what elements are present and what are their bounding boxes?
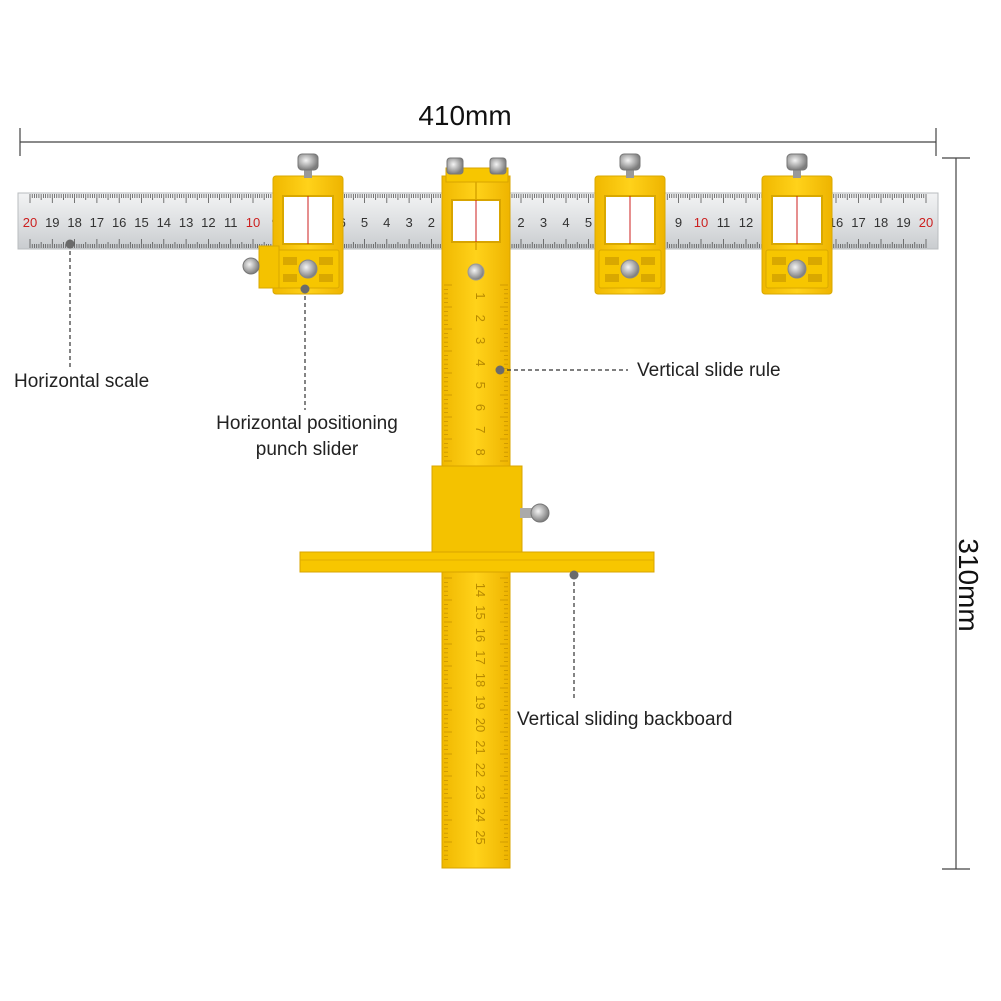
vertical-sliding-backboard[interactable] bbox=[299, 465, 655, 573]
callout-leaders bbox=[69, 244, 628, 700]
callout-vertical-backboard: Vertical sliding backboard bbox=[517, 709, 733, 730]
vertical-scale-number: 20 bbox=[473, 718, 488, 732]
callout-punch-slider-line1: Horizontal positioning bbox=[216, 413, 398, 434]
scale-number: 16 bbox=[112, 215, 126, 230]
slider-thumb-screw-icon[interactable] bbox=[297, 153, 319, 171]
vertical-scale-number: 22 bbox=[473, 763, 488, 777]
scale-number: 12 bbox=[201, 215, 215, 230]
horizontal-positioning-punch-slider[interactable] bbox=[242, 153, 344, 295]
scale-number: 20 bbox=[919, 215, 933, 230]
punch-hole-screw-icon bbox=[298, 259, 318, 279]
scale-number: 5 bbox=[585, 215, 592, 230]
scale-number: 14 bbox=[157, 215, 171, 230]
callout-vertical-slide-rule: Vertical slide rule bbox=[637, 360, 781, 381]
vertical-scale-number: 25 bbox=[473, 830, 488, 844]
vertical-scale-number: 16 bbox=[473, 628, 488, 642]
punch-slider-3[interactable] bbox=[761, 153, 833, 295]
callout-punch-slider: Horizontal positioning punch slider bbox=[200, 411, 414, 463]
vertical-scale-number: 8 bbox=[473, 448, 488, 455]
punch-hole-screw-icon bbox=[620, 259, 640, 279]
scale-number: 20 bbox=[23, 215, 37, 230]
scale-number: 17 bbox=[90, 215, 104, 230]
vertical-scale-number: 6 bbox=[473, 404, 488, 411]
vertical-scale-number: 14 bbox=[473, 583, 488, 597]
vertical-scale-number: 2 bbox=[473, 315, 488, 322]
scale-number: 11 bbox=[717, 215, 731, 230]
vertical-scale-number: 4 bbox=[473, 359, 488, 366]
vertical-scale-number: 21 bbox=[473, 740, 488, 754]
scale-number: 9 bbox=[675, 215, 682, 230]
width-dimension-label: 410mm bbox=[418, 100, 512, 131]
vertical-scale-number: 5 bbox=[473, 382, 488, 389]
scale-number: 19 bbox=[896, 215, 910, 230]
scale-number: 3 bbox=[405, 215, 412, 230]
scale-number: 18 bbox=[874, 215, 888, 230]
scale-number: 2 bbox=[517, 215, 524, 230]
scale-number: 13 bbox=[179, 215, 193, 230]
vertical-scale-number: 19 bbox=[473, 695, 488, 709]
scale-number: 10 bbox=[246, 215, 260, 230]
vertical-scale-number: 17 bbox=[473, 650, 488, 664]
scale-number: 10 bbox=[694, 215, 708, 230]
scale-number: 15 bbox=[134, 215, 148, 230]
rule-pivot-screw-icon bbox=[467, 263, 485, 281]
width-dimension-line bbox=[19, 128, 937, 156]
scale-number: 2 bbox=[428, 215, 435, 230]
scale-number: 11 bbox=[224, 215, 238, 230]
vertical-scale-number: 23 bbox=[473, 785, 488, 799]
scale-number: 4 bbox=[383, 215, 390, 230]
scale-number: 5 bbox=[361, 215, 368, 230]
height-dimension-line bbox=[942, 157, 970, 870]
scale-number: 4 bbox=[562, 215, 569, 230]
vertical-scale-number: 7 bbox=[473, 426, 488, 433]
vertical-scale-number: 15 bbox=[473, 605, 488, 619]
punch-slider-2[interactable] bbox=[594, 153, 666, 295]
side-thumb-screw-icon[interactable] bbox=[242, 257, 260, 275]
vertical-scale-number: 18 bbox=[473, 673, 488, 687]
callout-horizontal-scale: Horizontal scale bbox=[14, 371, 150, 392]
callout-punch-slider-line2: punch slider bbox=[255, 439, 359, 460]
scale-number: 19 bbox=[45, 215, 59, 230]
slider-thumb-screw-icon[interactable] bbox=[619, 153, 641, 171]
scale-number: 12 bbox=[739, 215, 753, 230]
scale-number: 18 bbox=[67, 215, 81, 230]
height-dimension-label: 310mm bbox=[953, 538, 984, 632]
vertical-scale-ticks bbox=[444, 284, 508, 860]
vertical-scale-number: 1 bbox=[473, 292, 488, 299]
center-top-screws-icon[interactable] bbox=[446, 157, 507, 175]
backboard-thumb-screw-icon[interactable] bbox=[520, 503, 550, 523]
scale-number: 17 bbox=[851, 215, 865, 230]
slider-thumb-screw-icon[interactable] bbox=[786, 153, 808, 171]
callout-dots bbox=[65, 239, 579, 580]
vertical-scale-number: 24 bbox=[473, 808, 488, 822]
scale-number: 3 bbox=[540, 215, 547, 230]
punch-hole-screw-icon bbox=[787, 259, 807, 279]
vertical-scale-number: 3 bbox=[473, 337, 488, 344]
